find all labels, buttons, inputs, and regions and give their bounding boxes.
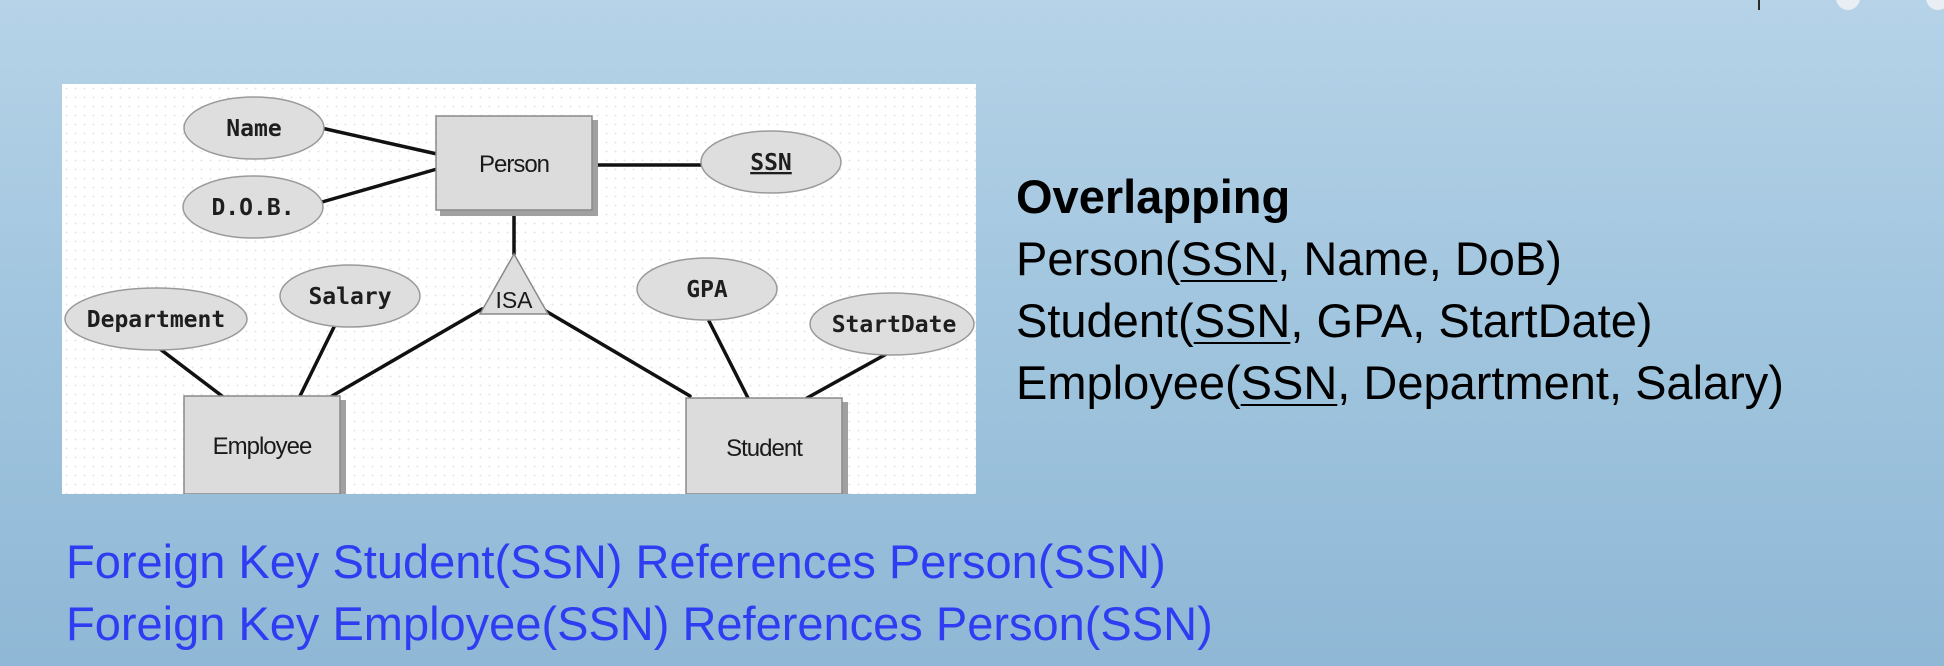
primary-key: SSN	[1180, 232, 1278, 285]
edge-isa-employee	[330, 307, 484, 398]
edge-dob-person	[313, 167, 439, 206]
attribute-salary: Salary	[279, 264, 421, 328]
er-diagram-canvas: Person Employee Student ISA	[64, 96, 975, 494]
entity-employee: Employee	[183, 395, 346, 494]
window-dot-icon	[1836, 0, 1860, 10]
attribute-dob-label: D.O.B.	[211, 195, 294, 221]
primary-key: SSN	[1240, 356, 1338, 409]
entity-person-label: Person	[479, 151, 549, 178]
attribute-startdate-label: StartDate	[832, 312, 957, 338]
schema-heading: Overlapping	[1016, 170, 1291, 223]
foreign-key-student: Foreign Key Student(SSN) References Pers…	[66, 535, 1166, 588]
schema-relation-employee: Employee(SSN, Department, Salary)	[1016, 352, 1784, 414]
attribute-department: Department	[64, 287, 248, 351]
relation-name: Employee(	[1016, 356, 1241, 409]
edge-startdate-student	[805, 350, 892, 400]
attribute-ssn: SSN	[700, 130, 842, 194]
entity-student: Student	[685, 397, 848, 494]
attribute-startdate: StartDate	[809, 292, 975, 356]
corner-tick-mark	[1758, 0, 1760, 10]
edge-salary-employee	[298, 325, 336, 398]
foreign-key-employee: Foreign Key Employee(SSN) References Per…	[66, 597, 1213, 650]
schema-relation-person: Person(SSN, Name, DoB)	[1016, 228, 1784, 290]
attribute-dob: D.O.B.	[182, 175, 324, 239]
attribute-name-label: Name	[226, 116, 281, 142]
relation-attributes: , Name, DoB)	[1277, 232, 1562, 285]
edge-isa-student	[542, 308, 692, 398]
schema-relation-student: Student(SSN, GPA, StartDate)	[1016, 290, 1784, 352]
entity-student-label: Student	[726, 435, 803, 462]
attribute-department-label: Department	[87, 307, 225, 333]
attribute-gpa-label: GPA	[686, 277, 728, 303]
relation-attributes: , GPA, StartDate)	[1290, 294, 1653, 347]
edge-gpa-student	[707, 319, 750, 400]
attribute-name: Name	[183, 96, 325, 160]
edge-department-employee	[158, 347, 224, 398]
relation-name: Person(	[1016, 232, 1181, 285]
er-diagram: Person Employee Student ISA	[62, 84, 976, 494]
relational-schema: Overlapping Person(SSN, Name, DoB) Stude…	[1016, 166, 1784, 414]
entity-employee-label: Employee	[213, 433, 312, 460]
edge-name-person	[315, 125, 439, 156]
foreign-key-constraints: Foreign Key Student(SSN) References Pers…	[66, 531, 1213, 655]
isa-label: ISA	[495, 287, 533, 313]
attribute-salary-label: Salary	[308, 284, 391, 310]
relation-attributes: , Department, Salary)	[1337, 356, 1784, 409]
primary-key: SSN	[1193, 294, 1291, 347]
attribute-gpa: GPA	[636, 257, 778, 321]
isa-relationship: ISA	[478, 252, 550, 315]
entity-person: Person	[435, 115, 598, 216]
relation-name: Student(	[1016, 294, 1194, 347]
window-dot-icon	[1926, 0, 1944, 10]
attribute-ssn-label: SSN	[750, 150, 792, 176]
